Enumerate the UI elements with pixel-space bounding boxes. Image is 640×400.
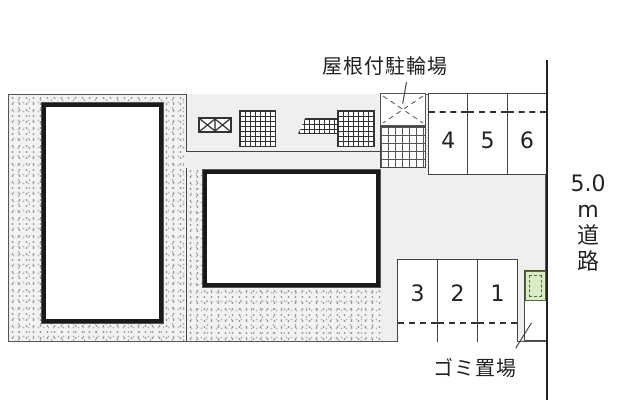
building-center [203,170,380,287]
parking-slot-2: 2 [438,259,478,342]
parking-slot-dash [429,111,468,113]
parking-slot-6: 6 [507,94,546,175]
grid-block-right [337,110,375,147]
road-width-label: 5.0 m 道 路 [566,172,610,276]
parking-slot-number: 6 [519,128,534,154]
parking-row-top: 4 5 6 [428,93,546,175]
meter-box-icon [198,117,232,133]
building-left [42,103,163,323]
parking-slot-dash [438,322,477,324]
parking-slot-dash [507,111,546,113]
parking-slot-5: 5 [468,94,508,175]
parking-slot-dash [478,322,517,324]
parking-slot-number: 4 [441,128,456,154]
road-width-unit: m [577,198,599,223]
parking-slot-dash [468,111,507,113]
road-label-char: 路 [576,250,599,275]
garbage-bin-icon [525,271,546,301]
road-width-value: 5.0 [570,172,606,197]
parking-slot-number: 2 [450,281,465,307]
road-label-char: 道 [576,224,599,249]
parking-slot-1: 1 [478,259,518,342]
grid-block-left [239,110,276,147]
road-boundary-line [546,60,548,400]
parking-slot-number: 3 [410,281,425,307]
parking-slot-number: 1 [490,281,505,307]
parking-slot-3: 3 [397,259,438,342]
parking-row-bottom: 3 2 1 [397,259,518,342]
parking-slot-dash [398,322,437,324]
parking-slot-number: 5 [480,128,495,154]
parking-slot-4: 4 [428,94,469,175]
stairs-icon [298,118,338,134]
garbage-area-label: ゴミ置場 [433,356,517,380]
brick-wall [380,126,426,168]
covered-bicycle-parking-label: 屋根付駐輪場 [322,54,448,78]
